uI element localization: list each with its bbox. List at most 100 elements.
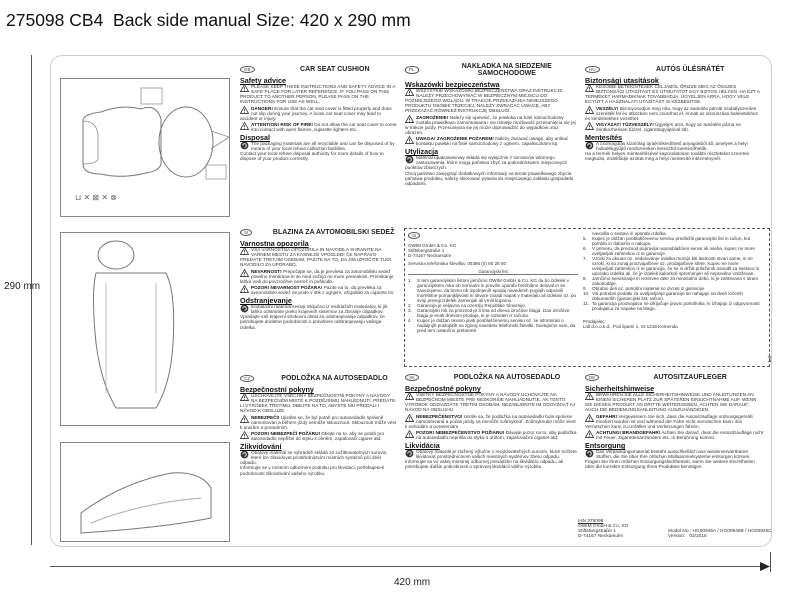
disposal-paragraph: The packaging materials are all recyclab… (251, 141, 395, 152)
item-text: S tem garancijskim listom jamčimo OWIM G… (417, 278, 577, 303)
section-title: AUTOSITZAUFLEGER (653, 374, 727, 382)
disposal-paragraph: Informujte se v místním odborném podniku… (240, 465, 385, 476)
safety-intro-text: BEWAHREN SIE ALLE SICHERHEITSHINWEISE UN… (585, 392, 757, 413)
warning-text: Achten Sie darauf, dass die Autositzaufl… (596, 429, 764, 440)
safety-intro: WSZYSTKIE WSKAZÓWKI BEZPIECZEŃSTWA ORAZ … (405, 88, 577, 113)
warning-text: Ügyeljen arra, hogy az autóülés párna ne… (596, 121, 741, 132)
section-title: PODLOŽKA NA AUTOSEDADLO (281, 375, 388, 383)
disposal-heading: Entsorgung (585, 441, 626, 451)
safety-heading: Varnostna opozorila (240, 239, 309, 249)
disposal-text: Vprašajte vaš krajevni strokovni obrat z… (240, 314, 397, 329)
guarantee-item: 10.Vsi potrebni podatki za uveljavljanje… (583, 291, 761, 301)
guarantee-item: 8.Jamčimo servisiranje in rezervne dele … (583, 276, 761, 286)
item-number: 2. (408, 303, 412, 308)
warning-label: GEFAHR! (596, 413, 618, 419)
disposal-paragraph: Contact your local refuse disposal autho… (240, 151, 384, 162)
safety-intro-text: WSZYSTKIE WSKAZÓWKI BEZPIECZEŃSTWA ORAZ … (405, 88, 563, 114)
manufacturer-footer: IAN 275098 OWIM GmbH & Co. KG Stiftsberg… (578, 519, 628, 539)
safety-intro: BEWAHREN SIE ALLE SICHERHEITSHINWEISE UN… (585, 392, 763, 412)
disposal-text: Chcą państwo zasięgnąć dodatkowych infor… (405, 171, 577, 186)
scissors-icon: ✂ (764, 355, 775, 364)
warning-triangle-icon (405, 135, 414, 144)
warning-text: Ensure that the car seat cover is fitted… (240, 105, 392, 121)
recycle-icon (405, 449, 414, 458)
seat-back-diagram (60, 232, 230, 426)
warning-triangle-icon (585, 413, 594, 422)
disposal-text: Contact your local refuse disposal autho… (240, 151, 397, 161)
safety-heading: Bezpečnostní pokyny (240, 385, 314, 395)
footer-street: Stiftsbergstraße 1 (578, 529, 616, 534)
safety-intro: KÉSŐBBI BETEKINTÉSEK CÉLJÁBÓL ŐRIZZE MEG… (585, 84, 763, 104)
warning-triangle-icon (240, 84, 249, 93)
section-title: PODLOŽKA NA AUTOSEDADLO (453, 374, 561, 382)
height-dimension-label: 290 mm (4, 281, 41, 292)
safety-heading: Biztonsági utasítások (585, 76, 659, 86)
safety-intro-text: KÉSŐBBI BETEKINTÉSEK CÉLJÁBÓL ŐRIZZE MEG… (585, 84, 760, 105)
item-number: 3. (408, 308, 412, 313)
language-code: CZ (240, 375, 254, 383)
warning-notice: VIGYÁZAT! TŰZVESZÉLY! Ügyeljen arra, hog… (585, 121, 763, 132)
disposal-heading: Utylizacja (405, 147, 439, 157)
item-number: 8. (583, 276, 587, 281)
warning-label: UWAGA! ZAGROŻENIE POŻAREM! (416, 135, 494, 141)
warning-notice: ATTENTION! RISK OF FIRE! Do not allow th… (240, 121, 397, 132)
warning-label: POZOR! NEBEZPEČÍ POŽÁRU! (251, 430, 321, 436)
warning-label: POZOR! NEBEZPEČENSTVO POŽIARU! (416, 429, 505, 435)
safety-intro: PLEASE KEEP THESE INSTRUCTIONS AND SAFET… (240, 84, 397, 104)
warning-triangle-icon (240, 105, 249, 114)
warning-triangle-icon (585, 121, 594, 130)
service-phone: Servisna telefonska številka: 00386 (0) … (408, 261, 507, 266)
disposal-text: Das Verpackungsmaterial besteht ausschli… (585, 449, 763, 459)
safety-heading: Wskazówki bezpieczeństwa (405, 80, 500, 89)
warning-triangle-icon (240, 121, 249, 130)
warning-notice: POZOR! NEBEZPEČÍ POŽÁRU! Dbejte na to, a… (240, 430, 397, 441)
disposal-text: Fragen Sie Ihren örtlichen Entsorgungsfa… (585, 459, 763, 469)
warning-triangle-icon (585, 392, 594, 401)
safety-intro-text: VSA VARNOSTNA OPOZORILA IN NAVODILA SHRA… (240, 247, 392, 268)
recycle-icon (405, 155, 414, 164)
safety-intro: USCHOVEJTE VŠECHNY BEZPEČNOSTNÍ POKYNY A… (240, 393, 397, 413)
warning-label: NEBEZPEČENSTVO! (416, 413, 463, 419)
item-text: Vsi potrebni podatki za uveljavljanje ga… (592, 291, 743, 301)
warning-notice: VESZÉLY! Bizonyosodjon meg róla, hogy az… (585, 105, 763, 121)
disposal-text: Embalažni material sestoji izključno iz … (240, 304, 397, 314)
item-number: 10. (583, 291, 590, 296)
guarantee-item: 9.Obrabni deli oz. potrošni material so … (583, 286, 761, 291)
disposal-paragraph: Embalažni material sestoji izključno iz … (251, 304, 388, 315)
width-dimension-label: 420 mm (394, 577, 431, 588)
warning-triangle-icon (405, 114, 414, 123)
disposal-heading: Odstranjevanje (240, 296, 292, 306)
safety-intro: VŠETKY BEZPEČNOSTNÉ POKYNY A NÁVODY UCHO… (405, 392, 577, 412)
warning-triangle-icon (405, 88, 414, 97)
warning-triangle-icon (240, 268, 249, 277)
manual-sheet (50, 55, 772, 547)
guarantee-item: 4.Kupec je dolžan okvaro javiti pooblašč… (408, 318, 578, 333)
warning-text: Dbejte na to, aby se potah pro autosedad… (251, 430, 385, 441)
footer-company: OWIM GmbH & Co. KG (578, 524, 629, 529)
item-text: Vzroki za okvaro oz. nedelovanje izdelka… (592, 256, 760, 276)
disposal-paragraph: Vprašajte vaš krajevni strokovni obrat z… (240, 314, 385, 330)
safety-heading: Safety advice (240, 76, 286, 86)
disposal-heading: Mentesítés (585, 133, 623, 143)
disposal-paragraph: Informujte sa vo vašej miestnej odbornej… (405, 459, 564, 470)
warning-notice: ACHTUNG! BRANDGEFAHR! Achten Sie darauf,… (585, 429, 764, 440)
recycle-icon (240, 141, 249, 150)
warning-text: Pazite na to, da prevleka za avtomobilsk… (251, 284, 395, 295)
version: Version: 03/2016 (668, 534, 707, 539)
warning-label: ZAGROŻENIE! (416, 114, 449, 120)
disposal-heading: Likvidácia (405, 441, 440, 451)
warning-label: VESZÉLY! (596, 105, 619, 111)
warning-text: Prepričajte se, da je prevleka za avtomo… (240, 268, 394, 284)
item-number: 5. (583, 236, 587, 241)
warning-triangle-icon (585, 105, 594, 114)
warning-notice: ZAGROŻENIE! Należy się upewnić, że powło… (405, 114, 577, 135)
safety-heading: Sicherheitshinweise (585, 384, 655, 394)
warning-label: VIGYÁZAT! TŰZVESZÉLY! (596, 121, 654, 127)
guarantee-item: 2.Garancija je veljavna na ozemlju Repub… (408, 303, 578, 308)
language-code: SI (408, 232, 421, 239)
disposal-text: A csomagolás kizárólag újraértékesíthető… (585, 141, 763, 151)
warning-text: Dávajte pozor na to, aby podložka na aut… (416, 429, 577, 440)
